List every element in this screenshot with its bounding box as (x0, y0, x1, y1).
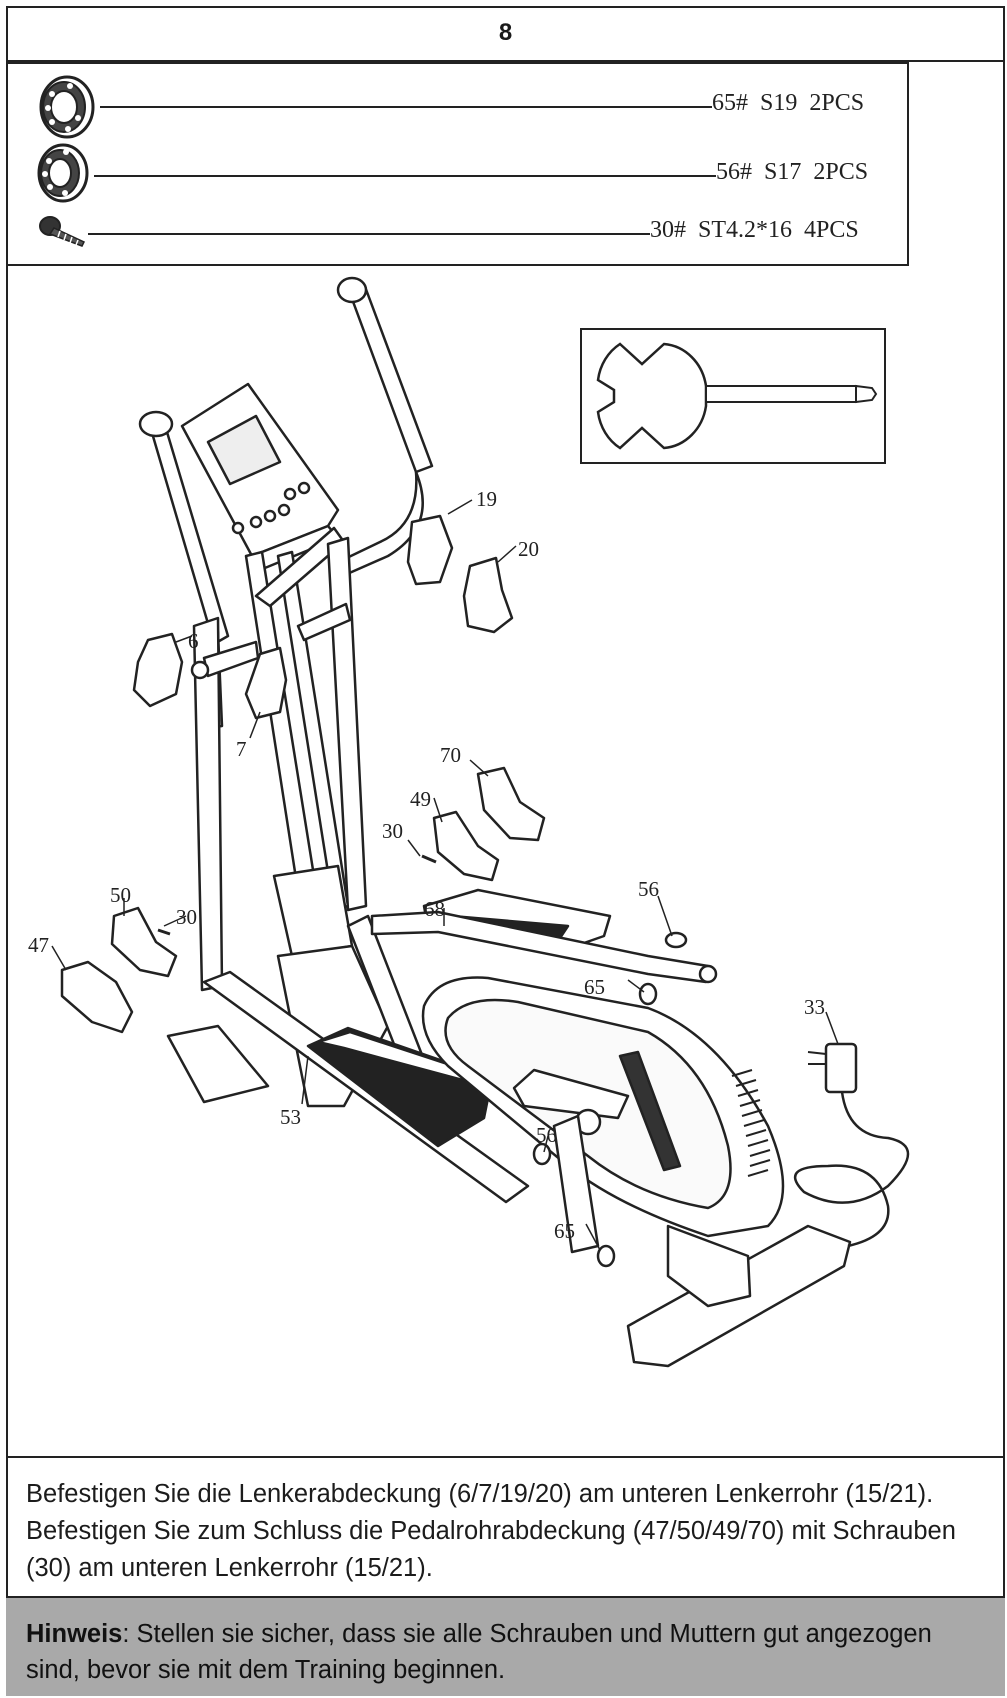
callout-65: 65 (554, 1219, 575, 1243)
flywheel-shroud (421, 976, 785, 1254)
instruction-text: Befestigen Sie die Lenkerabdeckung (6/7/… (6, 1456, 1005, 1596)
callout-30: 30 (176, 905, 197, 929)
parts-list: 65# S19 2PCS 56# S17 2PCS 30# ST4.2*16 4… (6, 62, 909, 266)
callout-56: 56 (536, 1123, 557, 1147)
callout-53: 53 (280, 1105, 301, 1129)
right-handlebar (328, 276, 434, 580)
note-label: Hinweis (26, 1620, 123, 1648)
part-line (100, 106, 712, 108)
lower-tube-right (296, 536, 368, 912)
small-parts (157, 854, 688, 1268)
cover-6 (132, 632, 184, 708)
callout-6: 6 (188, 629, 199, 653)
cover-7 (244, 646, 288, 720)
callout-65: 65 (584, 975, 605, 999)
callout-68: 68 (424, 897, 445, 921)
part-line (94, 175, 716, 177)
rear-base (626, 1224, 852, 1368)
part-label: 56# S17 2PCS (716, 159, 869, 185)
callout-49: 49 (410, 787, 431, 811)
callout-19: 19 (476, 487, 497, 511)
callout-30: 30 (382, 819, 403, 843)
callout-47: 47 (28, 933, 49, 957)
cover-70 (476, 766, 546, 842)
callout-50: 50 (110, 883, 131, 907)
callout-70: 70 (440, 743, 461, 767)
callout-7: 7 (236, 737, 247, 761)
callout-56: 56 (638, 877, 659, 901)
note-box: Hinweis: Stellen sie sicher, dass sie al… (6, 1596, 1005, 1696)
wrench-screwdriver-icon (580, 328, 886, 464)
main-mast (244, 526, 350, 932)
cover-20 (462, 556, 514, 634)
cover-19 (406, 514, 454, 586)
console (180, 382, 340, 572)
cover-50 (110, 906, 178, 978)
lower-tube-left (190, 616, 260, 992)
part-line (88, 233, 650, 235)
cover-47 (60, 960, 134, 1034)
callout-33: 33 (804, 995, 825, 1019)
bearing-ring-icon (39, 75, 95, 139)
screw-icon (39, 216, 86, 247)
power-adapter (793, 1042, 910, 1248)
part-label: 65# S19 2PCS (712, 90, 865, 116)
pedal-tube (370, 910, 718, 984)
callout-20: 20 (518, 537, 539, 561)
bearing-ring-icon (37, 143, 89, 203)
exploded-diagram: 19 20 6 7 70 49 30 30 50 47 56 68 65 33 … (28, 276, 910, 1368)
step-number: 8 (6, 6, 1005, 62)
part-label: 30# ST4.2*16 4PCS (650, 217, 859, 243)
cover-49 (432, 810, 500, 882)
note-text: : Stellen sie sicher, dass sie alle Schr… (26, 1620, 932, 1684)
